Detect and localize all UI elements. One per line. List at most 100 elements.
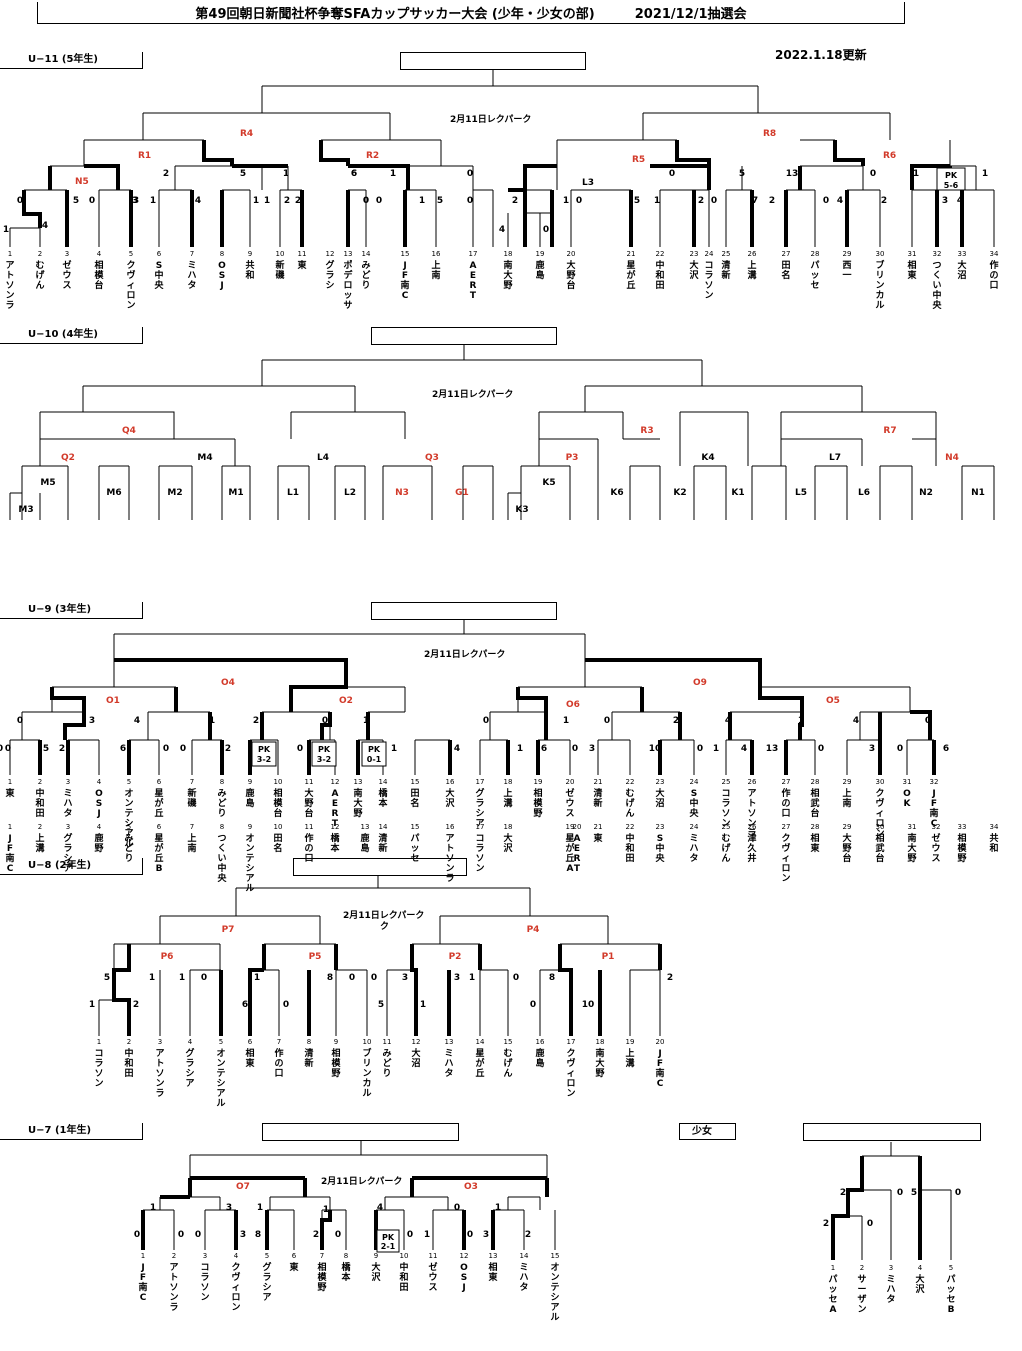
match-score: 0 [195,1230,201,1240]
match-score: 4 [499,225,505,235]
match-score: 0 [17,196,23,206]
seed-number: 16 [446,778,455,786]
match-score: 4 [741,744,747,754]
match-score: 5 [634,196,640,206]
seed-number: 22 [626,823,635,831]
seed-number: 3 [889,1264,893,1272]
team-name: 大沢 [503,832,513,854]
match-score: 2 [284,196,290,206]
team-names: コラソン中和田アトソンラグラシアオンテシアル相東作の口清新相模野ブリンカルみどり… [94,1047,664,1109]
match-score: 0 [163,744,169,754]
match-score: 0 [5,744,11,754]
team-name: ミハタ [886,1274,895,1305]
seed-number: 6 [157,823,162,831]
seed-number: 19 [534,778,543,786]
team-name: 南大野 [503,259,512,291]
round-label: K5 [542,478,555,488]
match-score: 0 [467,196,473,206]
match-score: 1 [563,196,569,206]
team-name: むげん [503,1048,513,1079]
seed-number: 16 [432,250,441,258]
round-label: R3 [640,426,653,436]
team-name: 南大野 [907,832,916,864]
team-name: みどり [124,833,133,864]
match-score: 3 [942,196,948,206]
round-label: R2 [366,151,379,161]
seed-number: 4 [97,250,102,258]
bracket-u11: 2月11日レクパーク R4 R8 R1 R2 N5 R5 R6 PK 5-6 1… [3,70,999,311]
champion-box-u10 [371,327,557,345]
seed-number: 17 [567,1038,576,1046]
seed-number: 15 [411,823,420,831]
seed-number: 16 [536,1038,545,1046]
seed-number: 25 [722,250,731,258]
match-score: 2 [881,196,887,206]
seed-number: 8 [220,823,224,831]
match-score: 6 [541,744,547,754]
team-name: 橋本 [341,1261,351,1283]
round-label: L1 [287,488,299,498]
team-name: オンテシアル [216,1048,225,1109]
seed-number: 3 [65,250,69,258]
team-name: 相東 [810,832,819,854]
team-name: 橋本 [330,832,340,854]
team-name: むげん [625,788,635,819]
team-name: ゼウス [931,832,940,864]
match-score: 5 [739,169,745,179]
pk-score: 5-6 [944,181,959,190]
match-score: 4 [454,744,460,754]
team-name: サーザン [857,1274,866,1315]
match-score: 0 [467,169,473,179]
match-score: 3 [589,744,595,754]
team-name: 星が丘 [626,260,636,291]
round-label: O2 [339,696,353,706]
team-name: 相模野 [533,787,543,819]
match-score: 7 [752,196,758,206]
team-name: 鹿島 [534,1047,544,1069]
girls-bracket-lines [831,1142,952,1260]
seed-number: 12 [460,1252,469,1260]
team-name: 新磯 [275,259,284,281]
seed-number: 18 [596,1038,605,1046]
seed-number: 23 [656,778,665,786]
team-name: 清新 [378,832,387,854]
seed-number: 29 [843,778,852,786]
seed-number: 2 [127,1038,131,1046]
match-score: 1 [798,716,804,726]
pk-score: 3-2 [317,755,331,764]
match-score: 0 [513,973,519,983]
match-score: 13 [786,169,799,179]
match-score: 0 [467,1230,473,1240]
round-label: M1 [228,488,243,498]
team-name: 田名 [410,788,419,809]
seed-number: 34 [990,250,999,258]
seed-number: 3 [158,1038,162,1046]
seed-number: 18 [504,778,513,786]
seed-number: 1 [831,1264,835,1272]
match-score: 0 [134,1230,140,1240]
venue-u8: 2月11日レクパーク [343,909,424,921]
round-label: L2 [344,488,356,498]
match-score: 0 [543,225,549,235]
team-name: 作の口 [274,1047,283,1079]
seed-number: 10 [274,778,283,786]
round-label: M3 [18,505,33,515]
match-score: 4 [957,196,963,206]
team-name: 大沢 [915,1273,925,1295]
match-score: 4 [377,1203,383,1213]
team-name: グラシア [262,1261,271,1303]
round-label: P5 [309,952,322,962]
team-name: 上溝 [747,259,756,281]
round-label: Q2 [61,453,75,463]
round-label: N5 [75,177,89,187]
